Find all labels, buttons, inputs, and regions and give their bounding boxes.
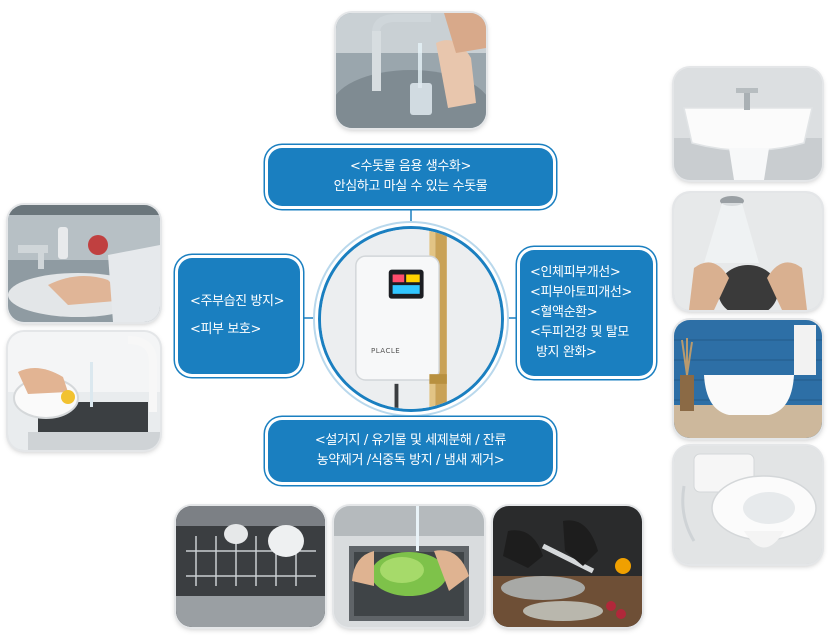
panel-drinking-water: <수돗물 음용 생수화> 안심하고 마실 수 있는 수돗물 [268, 148, 553, 206]
panel-dish-washing: <설거지 / 유기물 및 세제분해 / 잔류 농약제거 /식중독 방지 / 냄새… [268, 420, 553, 482]
panel-right-line-5: 방지 완화> [536, 345, 597, 360]
photo-hand-washing [8, 205, 160, 322]
photo-bathtub [674, 320, 822, 438]
panel-bottom-line-2: 농약제거 /식중독 방지 / 냄새 제거> [316, 453, 505, 468]
photo-shower-hair [674, 193, 822, 310]
photo-dishwasher [176, 506, 325, 627]
photo-cutting-fish [493, 506, 642, 627]
device-image-circle: PLACLE [318, 226, 504, 412]
photo-tap-water-glass [336, 13, 486, 128]
photo-bathroom-sink [674, 68, 822, 180]
panel-right-line-3: <혈액순환> [530, 305, 598, 320]
panel-right-line-1: <인체피부개선> [530, 265, 621, 280]
panel-right-line-2: <피부아토피개선> [530, 285, 632, 300]
photo-dish-washing [8, 332, 160, 450]
panel-bottom-line-1: <설거지 / 유기물 및 세제분해 / 잔류 [314, 433, 507, 448]
photo-washing-lettuce [334, 506, 484, 627]
panel-top-line-1: <수돗물 음용 생수화> [350, 159, 471, 174]
panel-left-line-1: <주부습진 방지> [190, 294, 285, 309]
panel-top-line-2: 안심하고 마실 수 있는 수돗물 [333, 179, 488, 194]
panel-left-line-2: <피부 보호> [190, 322, 261, 337]
panel-right-line-4: <두피건강 및 탈모 [530, 325, 629, 340]
device-brand-label: PLACLE [371, 347, 401, 355]
photo-bidet-toilet [674, 446, 822, 564]
panel-skin-protection: <주부습진 방지> <피부 보호> [178, 258, 300, 374]
panel-skin-improvement: <인체피부개선> <피부아토피개선> <혈액순환> <두피건강 및 탈모 방지 … [520, 250, 653, 376]
